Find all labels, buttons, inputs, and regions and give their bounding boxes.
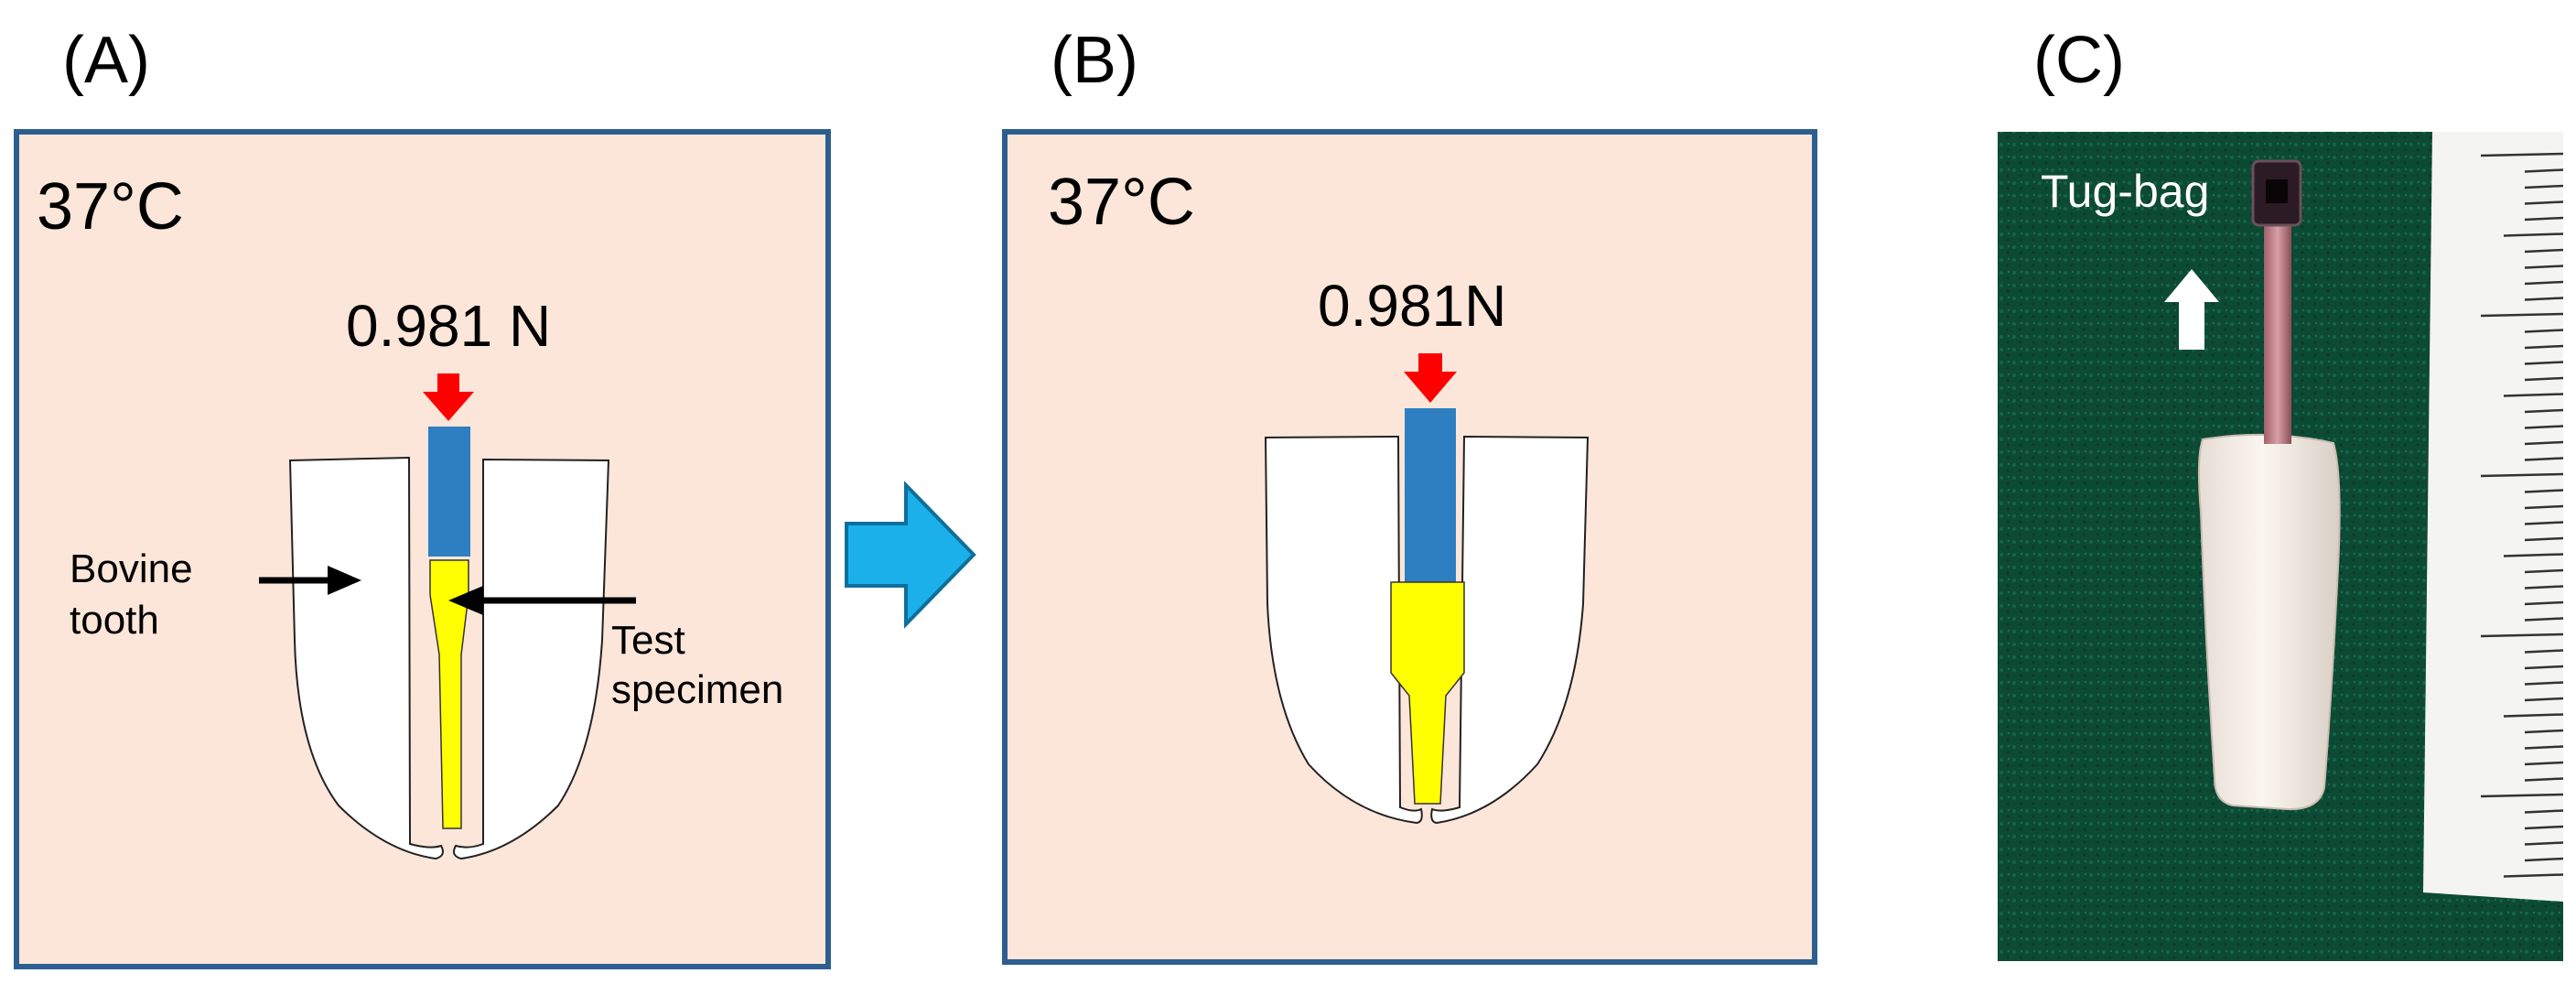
ruler-tick: [2524, 841, 2564, 846]
ruler-tick: [2524, 521, 2564, 525]
ruler-tick: [2524, 200, 2564, 205]
bovine-tooth-right-half: [453, 458, 610, 860]
panel-c: (C) Tug-bag: [1998, 24, 2564, 961]
ruler-tick: [2524, 809, 2564, 814]
transition-arrow-icon: [845, 481, 976, 629]
panel-b: (B) 37°C 0.981N: [1002, 24, 1817, 965]
test-specimen: [429, 559, 469, 829]
ruler-tick: [2524, 248, 2564, 254]
ruler-tick: [2524, 665, 2564, 670]
ruler-tick: [2524, 777, 2564, 782]
ruler-tick: [2524, 585, 2564, 589]
panel-a-temperature: 37°C: [37, 170, 184, 243]
ruler-tick: [2524, 681, 2564, 686]
ruler-tick: [2524, 697, 2564, 702]
tug-bag-hole: [2266, 179, 2288, 203]
ruler-tick: [2503, 232, 2564, 237]
ruler-tick: [2480, 633, 2564, 638]
post-blue: [1405, 408, 1456, 582]
ruler-tick: [2524, 425, 2564, 429]
ruler-tick: [2503, 393, 2564, 397]
ruler-tick: [2524, 617, 2564, 622]
ruler-tick: [2524, 344, 2564, 350]
ruler-tick: [2524, 489, 2564, 493]
force-arrow-down-icon: [423, 373, 474, 421]
ruler-tick: [2524, 504, 2564, 510]
arrow-up-icon: [2164, 269, 2219, 350]
panel-b-label: (B): [1051, 24, 1138, 97]
ruler-ticks: [2480, 152, 2564, 878]
panel-a: (A) 37°C 0.981 N Bovine tooth Test speci…: [14, 24, 831, 969]
panel-b-temperature: 37°C: [1048, 166, 1195, 239]
post-specimen: [2264, 220, 2291, 444]
post-blue: [428, 427, 470, 557]
ruler-tick: [2524, 457, 2564, 461]
ruler-tick: [2524, 825, 2564, 830]
ruler-tick: [2524, 361, 2564, 365]
panel-a-chamber: [14, 129, 831, 969]
bovine-tooth-right-half: [1430, 435, 1590, 825]
panel-a-label: (A): [62, 24, 150, 97]
panel-b-force-label: 0.981N: [1318, 273, 1506, 339]
ruler-tick: [2503, 873, 2564, 878]
ruler-tick: [2503, 553, 2564, 557]
bovine-label-line2: tooth: [70, 598, 159, 643]
ruler-tick: [2524, 376, 2564, 382]
ruler-tick: [2524, 216, 2564, 222]
panel-c-label: (C): [2033, 24, 2125, 97]
ruler-tick: [2524, 729, 2564, 734]
ruler-tick: [2524, 857, 2564, 862]
ruler-tick: [2524, 265, 2564, 269]
arrow-right-icon: [328, 566, 361, 595]
ruler-tick: [2524, 761, 2564, 766]
test-specimen: [1390, 581, 1465, 805]
specimen-label-line2: specimen: [611, 667, 783, 712]
bovine-tooth-specimen: [2197, 433, 2341, 811]
ruler-tick: [2524, 745, 2564, 750]
ruler-tick: [2524, 297, 2564, 301]
tug-bag-label: Tug-bag: [2041, 166, 2209, 217]
ruler-tick: [2524, 440, 2564, 446]
ruler-tick: [2480, 312, 2564, 318]
ruler-tick: [2524, 600, 2564, 606]
ruler-tick: [2524, 536, 2564, 542]
bovine-tooth-left-half: [1264, 435, 1423, 825]
bovine-label-line1: Bovine: [70, 546, 193, 591]
arrow-left-icon: [448, 586, 483, 615]
ruler-tick: [2524, 408, 2564, 414]
ruler-tick: [2524, 168, 2564, 173]
ruler-tick: [2480, 793, 2564, 798]
ruler-tick: [2524, 568, 2564, 574]
ruler-tick: [2480, 152, 2564, 157]
ruler: [2423, 132, 2563, 902]
bovine-tooth-left-half: [288, 456, 444, 860]
specimen-label-line1: Test: [611, 618, 685, 663]
ruler-tick: [2524, 280, 2564, 286]
ruler-tick: [2503, 713, 2564, 718]
ruler-tick: [2524, 329, 2564, 333]
ruler-tick: [2524, 184, 2564, 189]
ruler-tick: [2480, 472, 2564, 478]
force-arrow-down-icon: [1404, 353, 1457, 403]
panel-a-force-label: 0.981 N: [346, 293, 551, 359]
ruler-tick: [2524, 649, 2564, 654]
